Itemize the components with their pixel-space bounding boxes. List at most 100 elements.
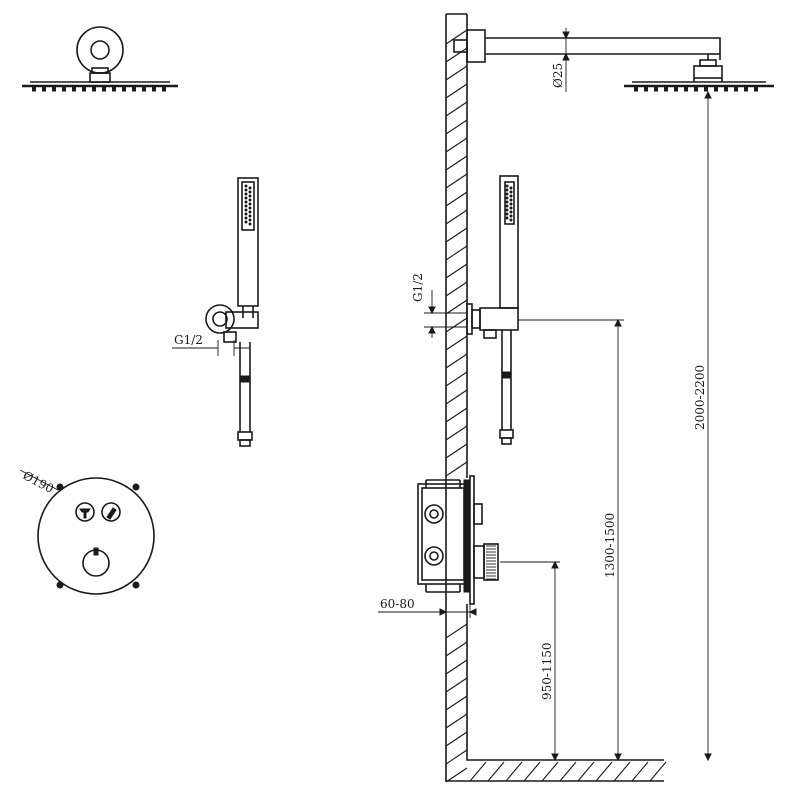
hatch-line <box>595 761 613 782</box>
nozzle <box>92 86 96 92</box>
diameter-25-label: Ø25 <box>551 63 565 88</box>
nozzle <box>754 86 758 92</box>
nozzle <box>714 86 718 92</box>
spray-dot <box>244 188 248 192</box>
spray-dot <box>248 218 252 222</box>
spray-dot <box>244 216 248 220</box>
shower-head-icon <box>75 502 95 522</box>
spray-dot <box>248 206 252 210</box>
hatch-line <box>445 209 468 225</box>
fixing-dot <box>132 483 140 491</box>
nozzle <box>674 86 678 92</box>
spray-dot <box>505 212 509 216</box>
hatch-line <box>445 191 468 207</box>
hatch-line <box>445 749 468 765</box>
hatch-line <box>445 29 468 45</box>
nozzle <box>82 86 86 92</box>
hatch-line <box>445 677 468 693</box>
nozzle <box>704 86 708 92</box>
hatch-line <box>445 317 468 333</box>
spray-dot <box>509 186 513 190</box>
spray-dot <box>248 214 252 218</box>
hatch-line <box>445 137 468 153</box>
nozzle <box>654 86 658 92</box>
fixing-dot <box>56 581 64 589</box>
spray-dot <box>505 200 509 204</box>
nozzle <box>142 86 146 92</box>
spray-dot <box>505 188 509 192</box>
spray-dot <box>244 220 248 224</box>
spray-dot <box>509 214 513 218</box>
hatch-line <box>445 443 468 459</box>
spray-dot <box>505 196 509 200</box>
hatch-line <box>445 299 468 315</box>
fixing-dot <box>132 581 140 589</box>
nozzle <box>694 86 698 92</box>
hatch-line <box>445 641 468 657</box>
nozzle <box>32 86 36 92</box>
spray-dot <box>505 192 509 196</box>
nozzle <box>162 86 166 92</box>
hatch-line <box>631 761 649 782</box>
nozzle <box>744 86 748 92</box>
shower-arm-side-view: Ø25 <box>453 28 774 92</box>
spray-dot <box>509 210 513 214</box>
nozzle <box>734 86 738 92</box>
spray-dot <box>509 218 513 222</box>
hatch-line <box>445 83 468 99</box>
hatch-line <box>445 767 468 783</box>
spray-dot <box>505 184 509 188</box>
hatch-line <box>541 761 559 782</box>
spray-dot <box>248 210 252 214</box>
hatch-line <box>445 623 468 639</box>
spray-dot <box>244 208 248 212</box>
spray-dot <box>248 222 252 226</box>
nozzle <box>62 86 66 92</box>
wall-section <box>445 13 667 783</box>
spray-dot <box>248 198 252 202</box>
nozzle <box>42 86 46 92</box>
concealed-mixer-box: 60-80 <box>378 475 499 618</box>
nozzle <box>664 86 668 92</box>
hatch-line <box>445 407 468 423</box>
hatch-line <box>445 713 468 729</box>
spray-dot <box>505 216 509 220</box>
hatch-line <box>445 695 468 711</box>
spray-dot <box>505 208 509 212</box>
spray-dot <box>244 184 248 188</box>
thread-size-label-left: G1/2 <box>174 333 203 347</box>
hatch-line <box>445 155 468 171</box>
spray-dot <box>248 186 252 190</box>
recess-depth-label: 60-80 <box>380 597 415 611</box>
spray-dot <box>509 194 513 198</box>
spray-dot <box>248 202 252 206</box>
fixing-dot <box>56 483 64 491</box>
hatch-line <box>445 245 468 261</box>
spray-dot <box>509 198 513 202</box>
hatch-line <box>445 173 468 189</box>
spray-dot <box>244 212 248 216</box>
hatch-line <box>523 761 541 782</box>
nozzle <box>634 86 638 92</box>
hatch-line <box>445 263 468 279</box>
nozzle <box>112 86 116 92</box>
nozzle <box>724 86 728 92</box>
spray-dot <box>244 204 248 208</box>
nozzle <box>102 86 106 92</box>
nozzle <box>132 86 136 92</box>
hatch-line <box>445 47 468 63</box>
hatch-line <box>469 761 487 782</box>
mixer-height-label: 950-1150 <box>540 643 554 701</box>
spray-dot <box>509 190 513 194</box>
hatch-line <box>445 461 468 477</box>
hatch-line <box>445 281 468 297</box>
spray-dot <box>509 206 513 210</box>
hatch-line <box>445 371 468 387</box>
spray-dot <box>248 194 252 198</box>
hatch-line <box>559 761 577 782</box>
hatch-line <box>445 425 468 441</box>
hatch-line <box>577 761 595 782</box>
hatch-line <box>445 659 468 675</box>
thread-size-label-right: G1/2 <box>411 273 425 302</box>
